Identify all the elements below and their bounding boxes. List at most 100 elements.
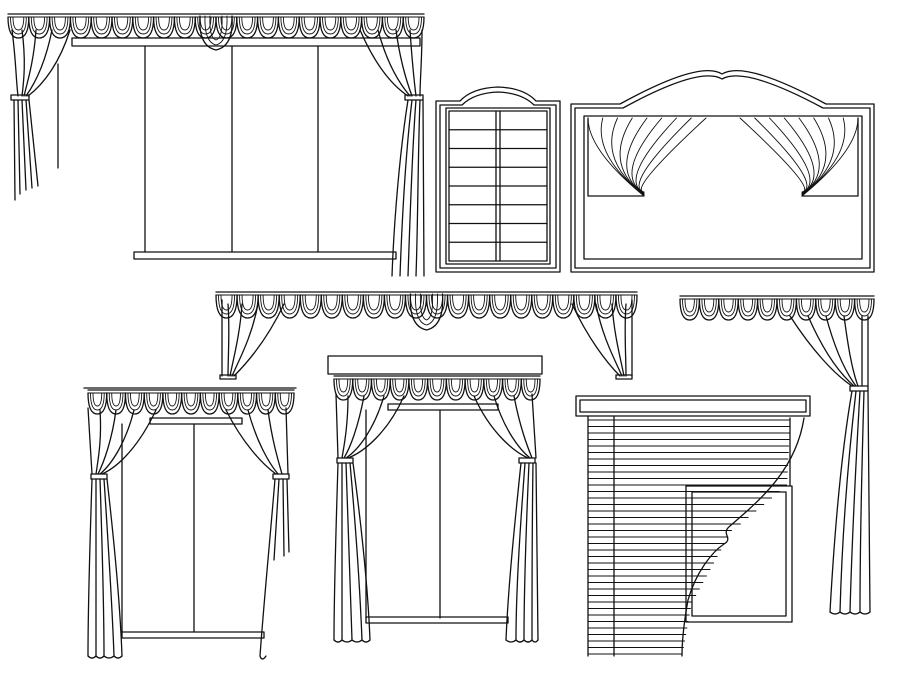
- valance-scallop-inner: [325, 294, 338, 311]
- valance-scallop: [255, 392, 276, 415]
- valance-scallop: [180, 392, 202, 415]
- valance-scallop: [853, 298, 875, 321]
- swag-edge-left: [587, 117, 645, 197]
- valance-scallop-inner: [523, 378, 538, 397]
- valance-scallop-inner: [839, 298, 851, 313]
- valance-scallop: [333, 378, 354, 401]
- drawing-7: [327, 355, 543, 643]
- valance-scallop-inner: [473, 294, 486, 311]
- left-drape: [219, 299, 285, 380]
- valance-scallop: [194, 16, 217, 39]
- valance-medallion: [199, 15, 233, 51]
- valance-scallop-inner: [373, 378, 389, 397]
- valance-scallop: [389, 378, 410, 401]
- valance-scallop-inner: [618, 294, 635, 315]
- swag-drapes: [587, 117, 859, 197]
- valance-scallop-inner: [111, 392, 121, 407]
- valance-scallop: [464, 378, 485, 401]
- valance-scallop-inner: [262, 294, 275, 311]
- valance-scallop: [615, 294, 638, 319]
- valance-scallop-inner: [221, 392, 236, 411]
- valance-scallop: [299, 294, 322, 319]
- valance-scallop: [402, 16, 425, 39]
- valance-scallop-inner: [204, 392, 215, 407]
- valance-scallop-inner: [820, 298, 831, 313]
- valance-scallop-inner: [342, 16, 360, 35]
- valance-scallop-inner: [386, 16, 399, 31]
- valance-scallop-inner: [323, 294, 341, 315]
- valance: [87, 389, 295, 415]
- valance-scallop: [718, 298, 739, 321]
- valance-scallop: [90, 16, 113, 39]
- drawing-5: [679, 295, 875, 615]
- valance-scallop-inner: [384, 16, 402, 35]
- valance-scallop-inner: [238, 16, 256, 35]
- valance-scallop: [340, 16, 363, 39]
- valance-scallop: [162, 392, 183, 415]
- valance-scallop: [404, 294, 428, 319]
- valance-scallop-inner: [759, 298, 775, 317]
- valance-scallop-inner: [338, 378, 349, 393]
- valance-scallop-inner: [363, 16, 381, 35]
- valance-scallop-inner: [367, 294, 380, 311]
- valance-scallop-inner: [262, 16, 274, 31]
- right-drape: [225, 407, 290, 660]
- valance-scallop-inner: [146, 392, 161, 411]
- window-muntins: [448, 129, 548, 243]
- valance: [333, 375, 541, 401]
- valance-scallop-inner: [242, 392, 252, 407]
- valance-scallop: [446, 294, 470, 319]
- drawing-8: [575, 395, 811, 657]
- valance-scallop-inner: [303, 16, 316, 31]
- valance-scallop-inner: [134, 16, 152, 35]
- valance-scallop: [815, 298, 836, 321]
- swag-fold-left: [640, 117, 707, 193]
- valance-scallop-inner: [575, 294, 593, 315]
- valance-scallop-inner: [336, 378, 351, 397]
- swag-fold-left: [638, 117, 692, 193]
- valance-scallop-inner: [281, 294, 299, 315]
- valance-scallop-inner: [800, 298, 812, 313]
- valance-scallop-inner: [742, 298, 754, 313]
- valance-scallop: [483, 378, 504, 401]
- valance-scallop-inner: [346, 294, 359, 311]
- valance-scallop: [173, 16, 196, 39]
- valance-scallop-inner: [259, 16, 277, 35]
- valance-scallop-inner: [282, 16, 295, 31]
- valance-scallop-inner: [394, 378, 405, 393]
- valance-scallop: [795, 298, 817, 321]
- drawing-6: [83, 387, 297, 660]
- right-drape: [359, 29, 425, 277]
- valance-scallop-inner: [450, 378, 461, 393]
- valance-scallop: [341, 294, 364, 319]
- valance-scallop-inner: [54, 16, 66, 31]
- valance-scallop-inner: [72, 16, 90, 35]
- valance-scallop-inner: [93, 16, 110, 35]
- valance-scallop: [408, 378, 429, 401]
- valance-scallop-inner: [366, 16, 378, 31]
- valance-scallop-inner: [507, 378, 517, 393]
- valance-scallop-inner: [283, 294, 296, 311]
- valance-scallop-inner: [223, 392, 234, 407]
- valance-scallop: [381, 16, 404, 39]
- swag-edge-right: [801, 117, 859, 197]
- valance-scallop-inner: [682, 298, 698, 317]
- valance-scallop-inner: [260, 294, 278, 315]
- valance-scallop-inner: [116, 16, 129, 31]
- valance-scallop-inner: [525, 378, 536, 393]
- valance-scallop: [257, 294, 280, 319]
- valance-scallop-inner: [504, 378, 520, 397]
- valance-scallop: [7, 16, 30, 39]
- valance-scallop-inner: [220, 294, 233, 311]
- valance-scallop-inner: [280, 16, 298, 35]
- valance-scallop-inner: [167, 392, 178, 407]
- swag-fold-left: [635, 117, 677, 194]
- valance-scallop-inner: [239, 392, 255, 411]
- valance-scallop-inner: [407, 16, 420, 31]
- valance-scallop-inner: [469, 378, 480, 393]
- valance-scallop: [237, 392, 258, 415]
- valance-scallop: [776, 298, 798, 321]
- valance-scallop: [236, 16, 259, 39]
- valance-scallop-inner: [428, 294, 446, 315]
